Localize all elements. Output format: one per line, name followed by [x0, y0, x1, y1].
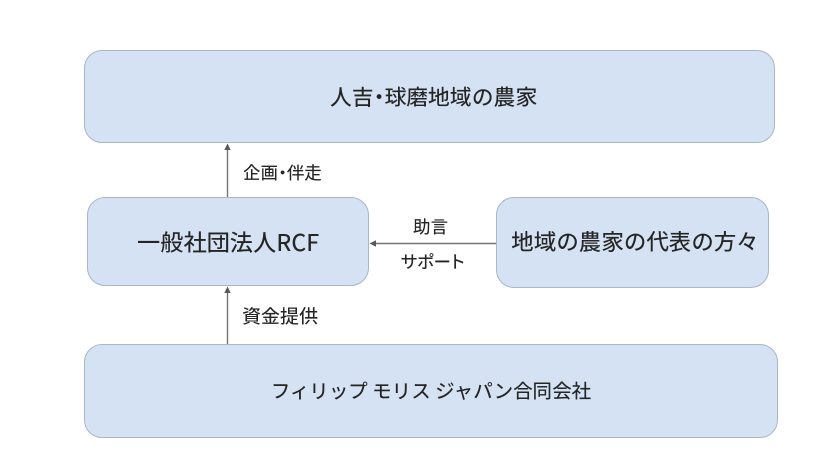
edge-label-planning: 企画・伴走 [243, 159, 322, 185]
edge-label-advice: 助言 [413, 213, 448, 239]
edge-label-support: サポート [400, 248, 465, 274]
arrow-planning [224, 143, 231, 197]
edge-label-funding: 資金提供 [242, 302, 319, 329]
node-rcf: 一般社団法人RCF [87, 197, 369, 286]
arrow-funding [224, 286, 231, 344]
arrow-advice-support-head-icon [369, 240, 376, 247]
node-farmers: 人吉・球磨地域の農家 [84, 50, 775, 143]
node-pmj-label: フィリップ モリス ジャパン合同会社 [270, 374, 592, 404]
node-representatives-label: 地域の農家の代表の方々 [511, 224, 759, 257]
node-pmj: フィリップ モリス ジャパン合同会社 [84, 344, 778, 438]
node-farmers-label: 人吉・球磨地域の農家 [329, 81, 538, 112]
arrow-planning-head-icon [224, 143, 231, 150]
node-representatives: 地域の農家の代表の方々 [496, 197, 769, 288]
arrow-advice-support [369, 240, 496, 247]
node-rcf-label: 一般社団法人RCF [137, 223, 319, 258]
arrow-funding-head-icon [224, 286, 231, 293]
